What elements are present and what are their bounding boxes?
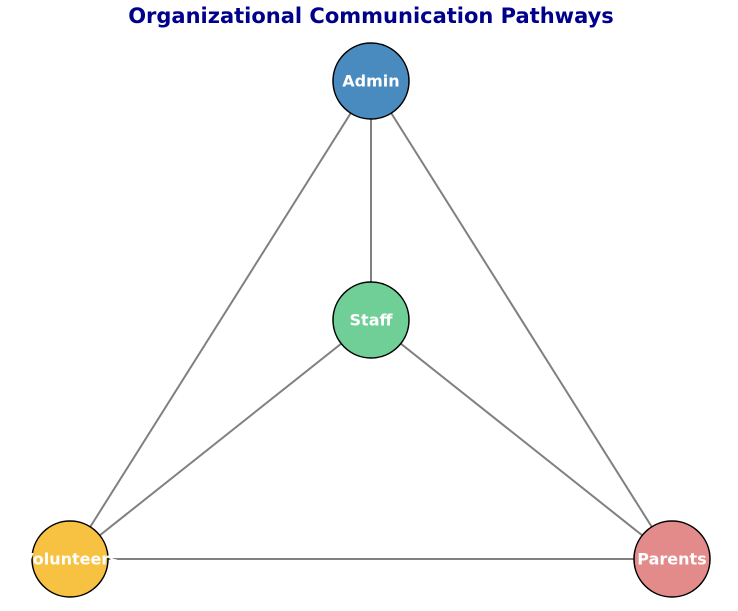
edge-admin-volunteers bbox=[69, 80, 372, 560]
node-parents: Parents bbox=[633, 520, 711, 598]
node-staff: Staff bbox=[332, 281, 410, 359]
node-parents-circle bbox=[633, 520, 711, 598]
edge-admin-parents bbox=[370, 80, 673, 560]
nodes: Admin Staff Volunteers Parents bbox=[21, 42, 711, 598]
node-admin: Admin bbox=[332, 42, 410, 120]
edge-staff-volunteers bbox=[69, 319, 372, 560]
node-volunteers: Volunteers bbox=[21, 520, 119, 598]
node-staff-circle bbox=[332, 281, 410, 359]
node-staff-label: Staff bbox=[350, 311, 394, 330]
edges bbox=[69, 80, 673, 560]
edge-staff-parents bbox=[370, 319, 673, 560]
node-volunteers-label: Volunteers bbox=[21, 550, 119, 569]
node-volunteers-circle bbox=[31, 520, 109, 598]
diagram-title: Organizational Communication Pathways bbox=[128, 4, 614, 28]
node-admin-circle bbox=[332, 42, 410, 120]
node-parents-label: Parents bbox=[637, 550, 706, 569]
node-admin-label: Admin bbox=[342, 72, 399, 91]
